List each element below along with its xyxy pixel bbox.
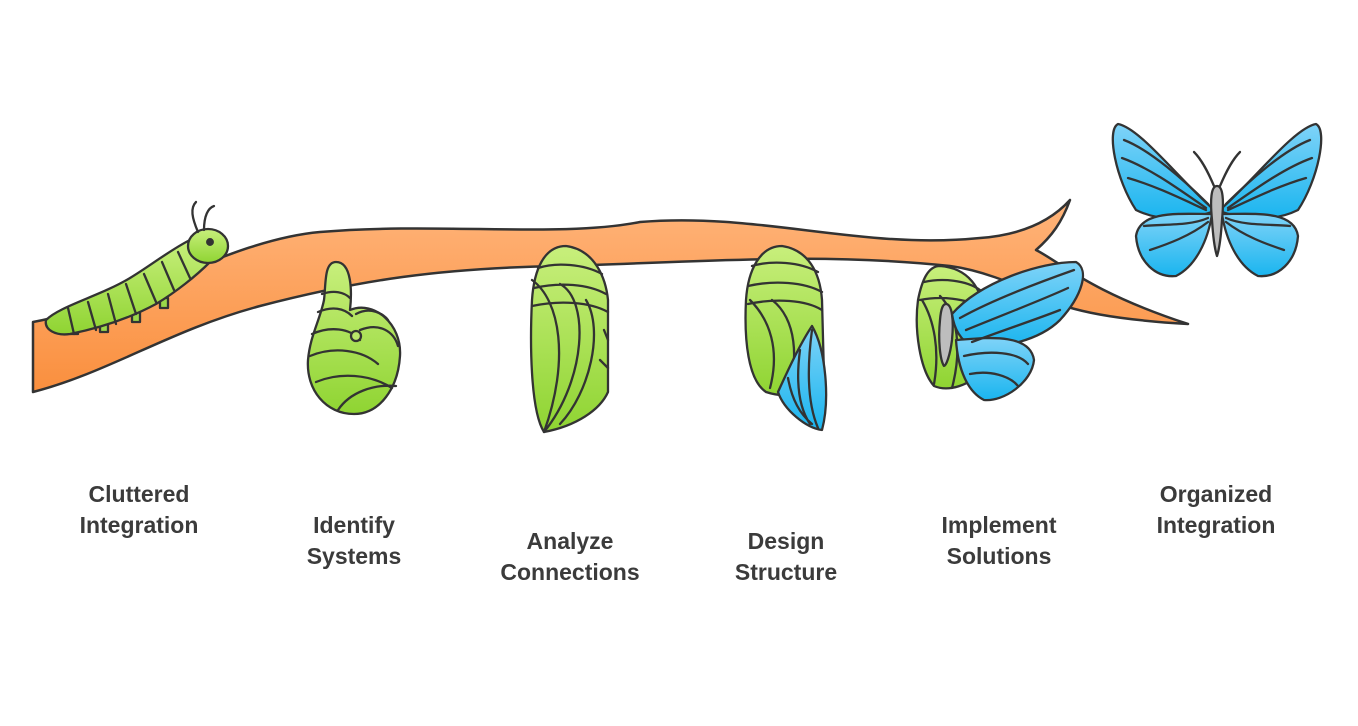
stage-label-implement-solutions: Implement Solutions	[889, 510, 1109, 572]
caterpillar-illustration	[44, 200, 230, 336]
butterfly-illustration	[1111, 122, 1323, 278]
stage-label-line2: Solutions	[946, 543, 1052, 569]
stage-label-line2: Structure	[734, 559, 838, 585]
stage-label-design-structure: Design Structure	[676, 526, 896, 588]
stage-label-line2: Connections	[500, 559, 640, 585]
stage-label-analyze-connections: Analyze Connections	[460, 526, 680, 588]
stage-label-organized-integration: Organized Integration	[1106, 479, 1326, 541]
stage-label-line1: Organized	[1159, 481, 1273, 507]
early-pupa-illustration	[306, 260, 402, 416]
chrysalis-illustration	[529, 244, 610, 434]
stage-label-line1: Analyze	[526, 528, 614, 554]
branch	[31, 198, 1190, 394]
stage-label-line1: Cluttered	[88, 481, 190, 507]
stage-label-cluttered-integration: Cluttered Integration	[29, 479, 249, 541]
stage-label-identify-systems: Identify Systems	[244, 510, 464, 572]
stage-label-line1: Implement	[941, 512, 1057, 538]
stage-label-line2: Integration	[79, 512, 199, 538]
winged-chrysalis-illustration	[744, 244, 828, 432]
emerging-butterfly-illustration	[915, 260, 1085, 402]
stage-label-line2: Integration	[1156, 512, 1276, 538]
stage-label-line1: Identify	[313, 512, 395, 538]
stage-label-line2: Systems	[306, 543, 402, 569]
stage-label-line1: Design	[747, 528, 825, 554]
